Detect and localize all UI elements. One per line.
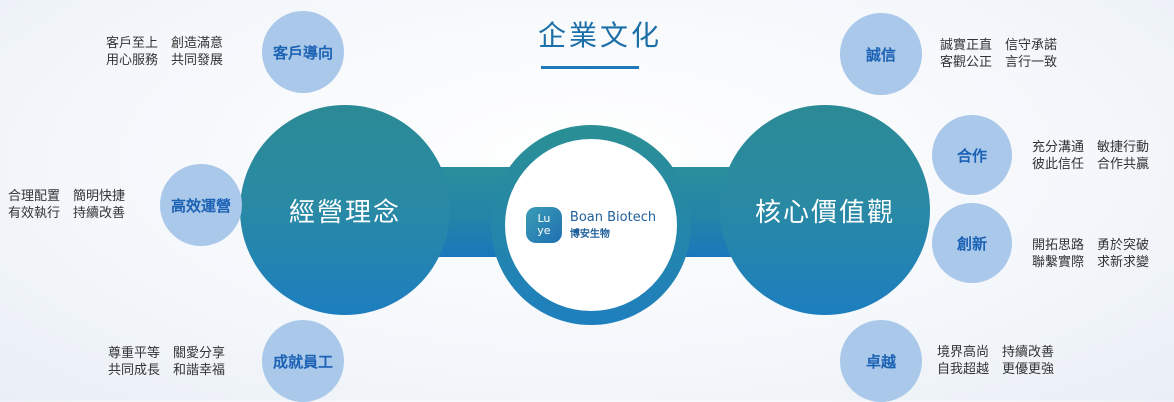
integrity-bubble: 誠信 [840,13,922,95]
title-underline [541,66,639,69]
desc-line: 彼此信任 合作共贏 [1032,157,1150,172]
core-values-circle: 核心價值觀 [720,105,930,315]
business-philosophy-circle: 經營理念 [240,105,450,315]
employee-achievement-label: 成就員工 [272,352,333,371]
core-values-label: 核心價值觀 [754,197,895,228]
desc-line: 誠實正直 信守承諾 [940,38,1058,53]
desc-line: 充分溝通 敏捷行動 [1032,140,1150,155]
desc-line: 用心服務 共同發展 [106,53,224,68]
desc-line: 境界高尚 持續改善 [937,345,1055,360]
cooperation-label: 合作 [956,146,987,165]
desc-line: 客觀公正 言行一致 [940,55,1058,70]
innovation-label: 創新 [956,234,987,253]
employee-achievement-desc: 尊重平等 關愛分享 共同成長 和諧幸福 [108,345,225,379]
desc-line: 自我超越 更優更強 [937,362,1055,377]
efficient-operation-label: 高效運營 [170,196,231,215]
efficient-operation-desc: 合理配置 簡明快捷 有效執行 持續改善 [8,188,125,222]
logo-mark-top: Lu [537,212,551,225]
customer-oriented-bubble: 客戶導向 [262,11,344,93]
company-logo: Lu ye Boan Biotech 博安生物 [525,207,657,243]
page-title: 企業文化 [537,19,662,52]
business-philosophy-label: 經營理念 [288,197,401,228]
desc-line: 共同成長 和諧幸福 [108,363,226,378]
luye-logo-icon: Lu ye [525,207,562,243]
cooperation-desc: 充分溝通 敏捷行動 彼此信任 合作共贏 [1032,139,1149,173]
innovation-bubble: 創新 [932,203,1012,283]
excellence-bubble: 卓越 [840,320,922,402]
customer-oriented-desc: 客戶至上 創造滿意 用心服務 共同發展 [106,35,223,69]
excellence-label: 卓越 [865,352,896,371]
logo-mark-bottom: ye [537,224,551,237]
logo-circle: Lu ye Boan Biotech 博安生物 [505,139,677,311]
desc-line: 聯繫實際 求新求變 [1032,255,1150,270]
integrity-desc: 誠實正直 信守承諾 客觀公正 言行一致 [940,37,1057,71]
efficient-operation-bubble: 高效運營 [160,164,242,246]
integrity-label: 誠信 [865,45,896,64]
excellence-desc: 境界高尚 持續改善 自我超越 更優更強 [937,344,1054,378]
desc-line: 有效執行 持續改善 [8,206,126,221]
desc-line: 開拓思路 勇於突破 [1032,238,1150,253]
cooperation-bubble: 合作 [932,115,1012,195]
employee-achievement-bubble: 成就員工 [262,320,344,402]
desc-line: 客戶至上 創造滿意 [106,36,224,51]
logo-name: Boan Biotech [569,209,657,225]
innovation-desc: 開拓思路 勇於突破 聯繫實際 求新求變 [1032,237,1149,271]
customer-oriented-label: 客戶導向 [272,43,333,62]
desc-line: 尊重平等 關愛分享 [108,346,226,361]
desc-line: 合理配置 簡明快捷 [8,189,126,204]
logo-subtitle: 博安生物 [569,228,610,240]
